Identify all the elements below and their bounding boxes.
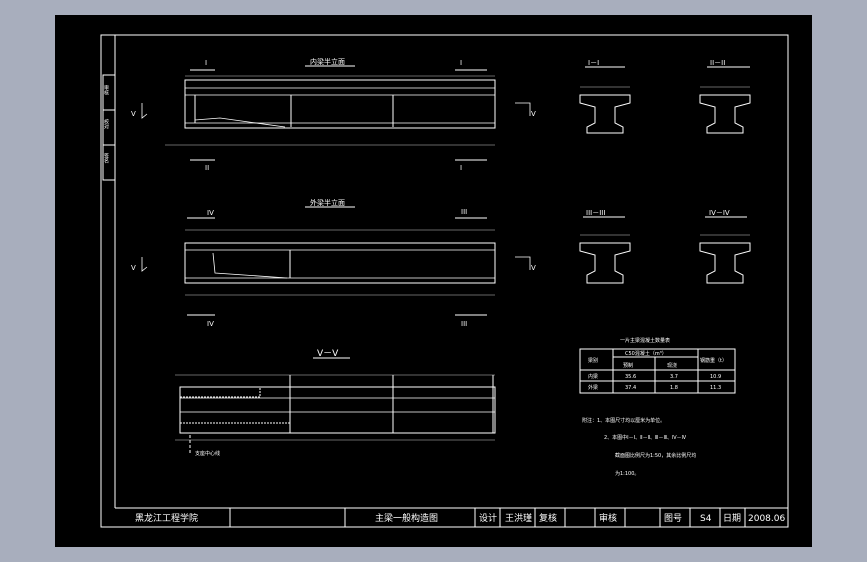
- table-row-outer-precast: 37.4: [625, 385, 636, 391]
- cross-section-I: I－I: [579, 59, 631, 134]
- notes: 附注：1、本图尺寸均以厘米为单位。 2、本图中Ⅰ－Ⅰ、Ⅱ－Ⅱ、Ⅲ－Ⅲ、Ⅳ－Ⅳ 截…: [582, 417, 696, 477]
- note-1: 附注：1、本图尺寸均以厘米为单位。: [582, 417, 665, 424]
- table-header-precast: 预制: [623, 362, 633, 369]
- table-header-concrete: C50混凝土（m³）: [625, 350, 667, 357]
- date-value: 2008.06: [748, 514, 785, 524]
- section-mark-II-top: I: [205, 59, 207, 67]
- drawing-title: 主梁一般构造图: [375, 512, 438, 524]
- view-marker-right-2: V: [531, 264, 536, 272]
- table-row-outer-name: 外梁: [588, 384, 598, 391]
- side-tab-1: 审核: [103, 84, 109, 96]
- drawing-canvas: 审核 校对 签名 内梁半立面 I I II I V V 外梁半立面: [55, 15, 812, 547]
- designer-name: 王洪瑾: [505, 512, 532, 524]
- longitudinal-section: V－V 支座中心线: [175, 349, 496, 457]
- outer-beam-elevation: 外梁半立面 IV III IV III V V: [131, 198, 536, 328]
- table-header-rebar: 钢筋重（t）: [700, 357, 727, 364]
- design-label: 设计: [479, 512, 497, 524]
- section-mark-I-top: I: [460, 59, 462, 67]
- section-mark-III-top: III: [461, 208, 467, 216]
- table-row-inner-cast: 3.7: [670, 374, 678, 380]
- bearing-note: 支座中心线: [195, 450, 220, 457]
- approve-label: 审核: [599, 512, 617, 524]
- section-I-title: I－I: [588, 59, 599, 67]
- table-header-beam: 梁别: [588, 357, 598, 364]
- section-IV-title: IV－IV: [709, 209, 730, 217]
- school-name: 黑龙江工程学院: [135, 512, 198, 524]
- table-row-inner-rebar: 10.9: [710, 374, 721, 380]
- longitudinal-title: V－V: [317, 349, 339, 359]
- cross-section-IV: IV－IV: [699, 209, 751, 284]
- section-mark-I-bottom: I: [460, 164, 462, 172]
- cross-section-III: III－III: [579, 209, 631, 284]
- review-label: 复核: [539, 512, 557, 524]
- inner-elevation-title: 内梁半立面: [310, 57, 345, 66]
- view-marker-right-1: V: [531, 110, 536, 118]
- cross-section-II: II－II: [699, 59, 751, 134]
- note-4: 为1:100。: [615, 470, 639, 477]
- quantity-table-title: 一片主梁混凝土数量表: [620, 337, 670, 344]
- view-marker-left-1: V: [131, 110, 136, 118]
- note-2: 2、本图中Ⅰ－Ⅰ、Ⅱ－Ⅱ、Ⅲ－Ⅲ、Ⅳ－Ⅳ: [604, 434, 687, 441]
- table-row-outer-rebar: 11.3: [710, 385, 721, 391]
- date-label: 日期: [723, 513, 741, 524]
- quantity-table: 一片主梁混凝土数量表 梁别 C50混凝土（m³） 预制 现浇 钢筋重（t） 内梁…: [579, 337, 736, 394]
- side-tab-2: 校对: [103, 118, 109, 129]
- table-header-castinplace: 现浇: [667, 362, 677, 369]
- cad-drawing: 审核 校对 签名 内梁半立面 I I II I V V 外梁半立面: [100, 34, 789, 528]
- section-mark-IV-top: IV: [207, 209, 214, 217]
- side-tabs: 审核 校对 签名: [102, 74, 116, 181]
- section-II-title: II－II: [710, 59, 725, 67]
- inner-beam-elevation: 内梁半立面 I I II I V V: [131, 57, 536, 172]
- sheet-border: [100, 34, 789, 528]
- section-III-title: III－III: [586, 209, 605, 217]
- outer-elevation-title: 外梁半立面: [310, 198, 345, 207]
- section-mark-IV-bottom: IV: [207, 320, 214, 328]
- view-marker-left-2: V: [131, 264, 136, 272]
- table-row-inner-precast: 35.6: [625, 374, 636, 380]
- section-mark-III-bottom: III: [461, 320, 467, 328]
- sheet-number: S4: [700, 514, 712, 524]
- note-3: 截面图比例尺为1:50，其余比例尺均: [615, 452, 696, 459]
- table-row-inner-name: 内梁: [588, 373, 598, 380]
- side-tab-3: 签名: [103, 152, 109, 164]
- table-row-outer-cast: 1.8: [670, 385, 678, 391]
- section-mark-II-bottom: II: [205, 164, 209, 172]
- title-block: 黑龙江工程学院 主梁一般构造图 设计 王洪瑾 复核 审核 图号 S4 日期 20…: [115, 507, 788, 527]
- sheet-label: 图号: [664, 513, 682, 524]
